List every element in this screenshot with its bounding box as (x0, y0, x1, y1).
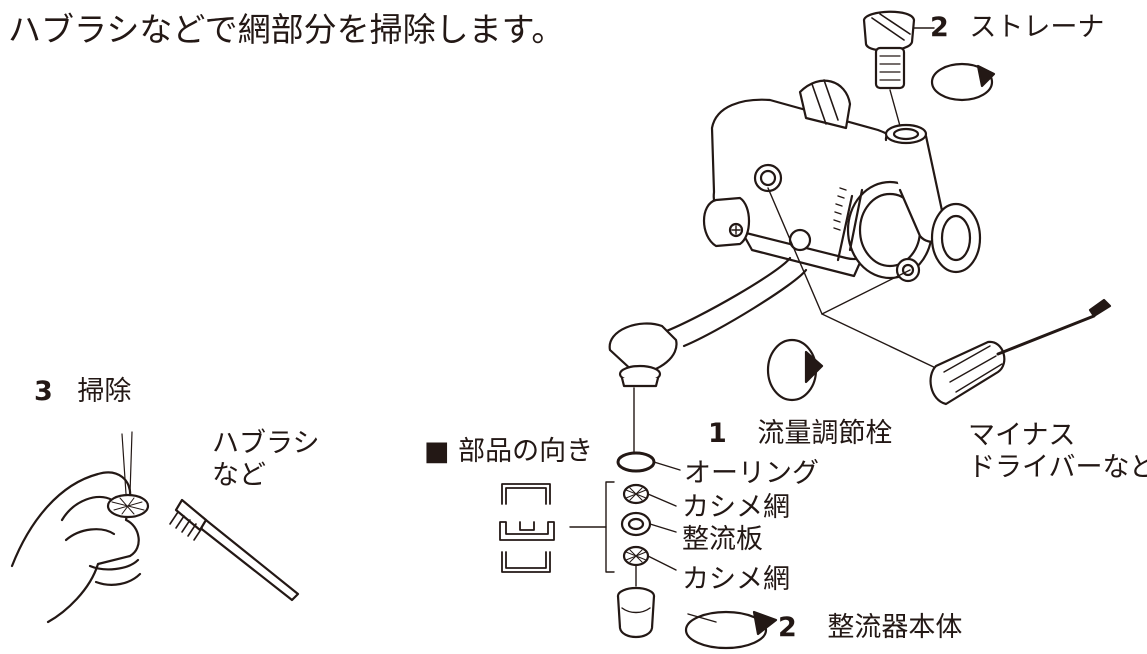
flow-plate-icon (620, 511, 652, 537)
flow-plate-label: 整流板 (682, 524, 763, 555)
screwdriver-label: マイナス ドライバーなど (968, 420, 1147, 484)
aerator-parts-icon (569, 451, 681, 639)
orientation-title: 部品の向き (458, 436, 594, 467)
faucet-icon (608, 79, 982, 453)
toothbrush-icon (169, 498, 300, 602)
toothbrush-label-line2: など (212, 460, 266, 491)
strainer-step-label: 2 ストレーナ (930, 12, 1104, 44)
step-number: 3 (34, 376, 53, 407)
part-orientation-icons (499, 483, 555, 573)
mesh-top-label: カシメ網 (682, 492, 790, 523)
screwdriver-icon (929, 298, 1112, 406)
square-marker-icon: ■ (424, 436, 450, 467)
strainer-label: ストレーナ (969, 12, 1105, 43)
rotate-arrow-icon (930, 62, 996, 102)
flow-adjust-label: 流量調節栓 (757, 418, 893, 449)
aerator-body-label: 整流器本体 (827, 612, 963, 643)
intro-text: ハブラシなどで網部分を掃除します。 (8, 10, 565, 49)
toothbrush-label: ハブラシ など (212, 428, 319, 492)
screwdriver-label-line1: マイナス (968, 420, 1076, 451)
step-number: 2 (778, 612, 797, 643)
cleaning-step-label: 3 掃除 (34, 376, 131, 408)
strainer-icon (862, 10, 935, 127)
mesh-bottom-label: カシメ網 (682, 564, 790, 595)
toothbrush-label-line1: ハブラシ (212, 428, 320, 459)
mesh-bottom-icon (622, 545, 650, 567)
flow-adjust-step-label: 1 流量調節栓 (708, 418, 892, 450)
mesh-cleaning-icon (106, 431, 150, 519)
cleaning-label: 掃除 (77, 376, 132, 407)
flow-adjust-rotate-icon (766, 187, 941, 402)
step-number: 1 (708, 418, 727, 449)
aerator-body-step-label: 2 整流器本体 (778, 612, 962, 644)
step-number: 2 (930, 12, 949, 43)
screwdriver-label-line2: ドライバーなど (968, 452, 1147, 483)
mesh-top-icon (622, 483, 650, 505)
o-ring-label: オーリング (684, 458, 819, 489)
orientation-heading: ■ 部品の向き (424, 436, 593, 468)
aerator-rotate-icon (684, 610, 778, 650)
